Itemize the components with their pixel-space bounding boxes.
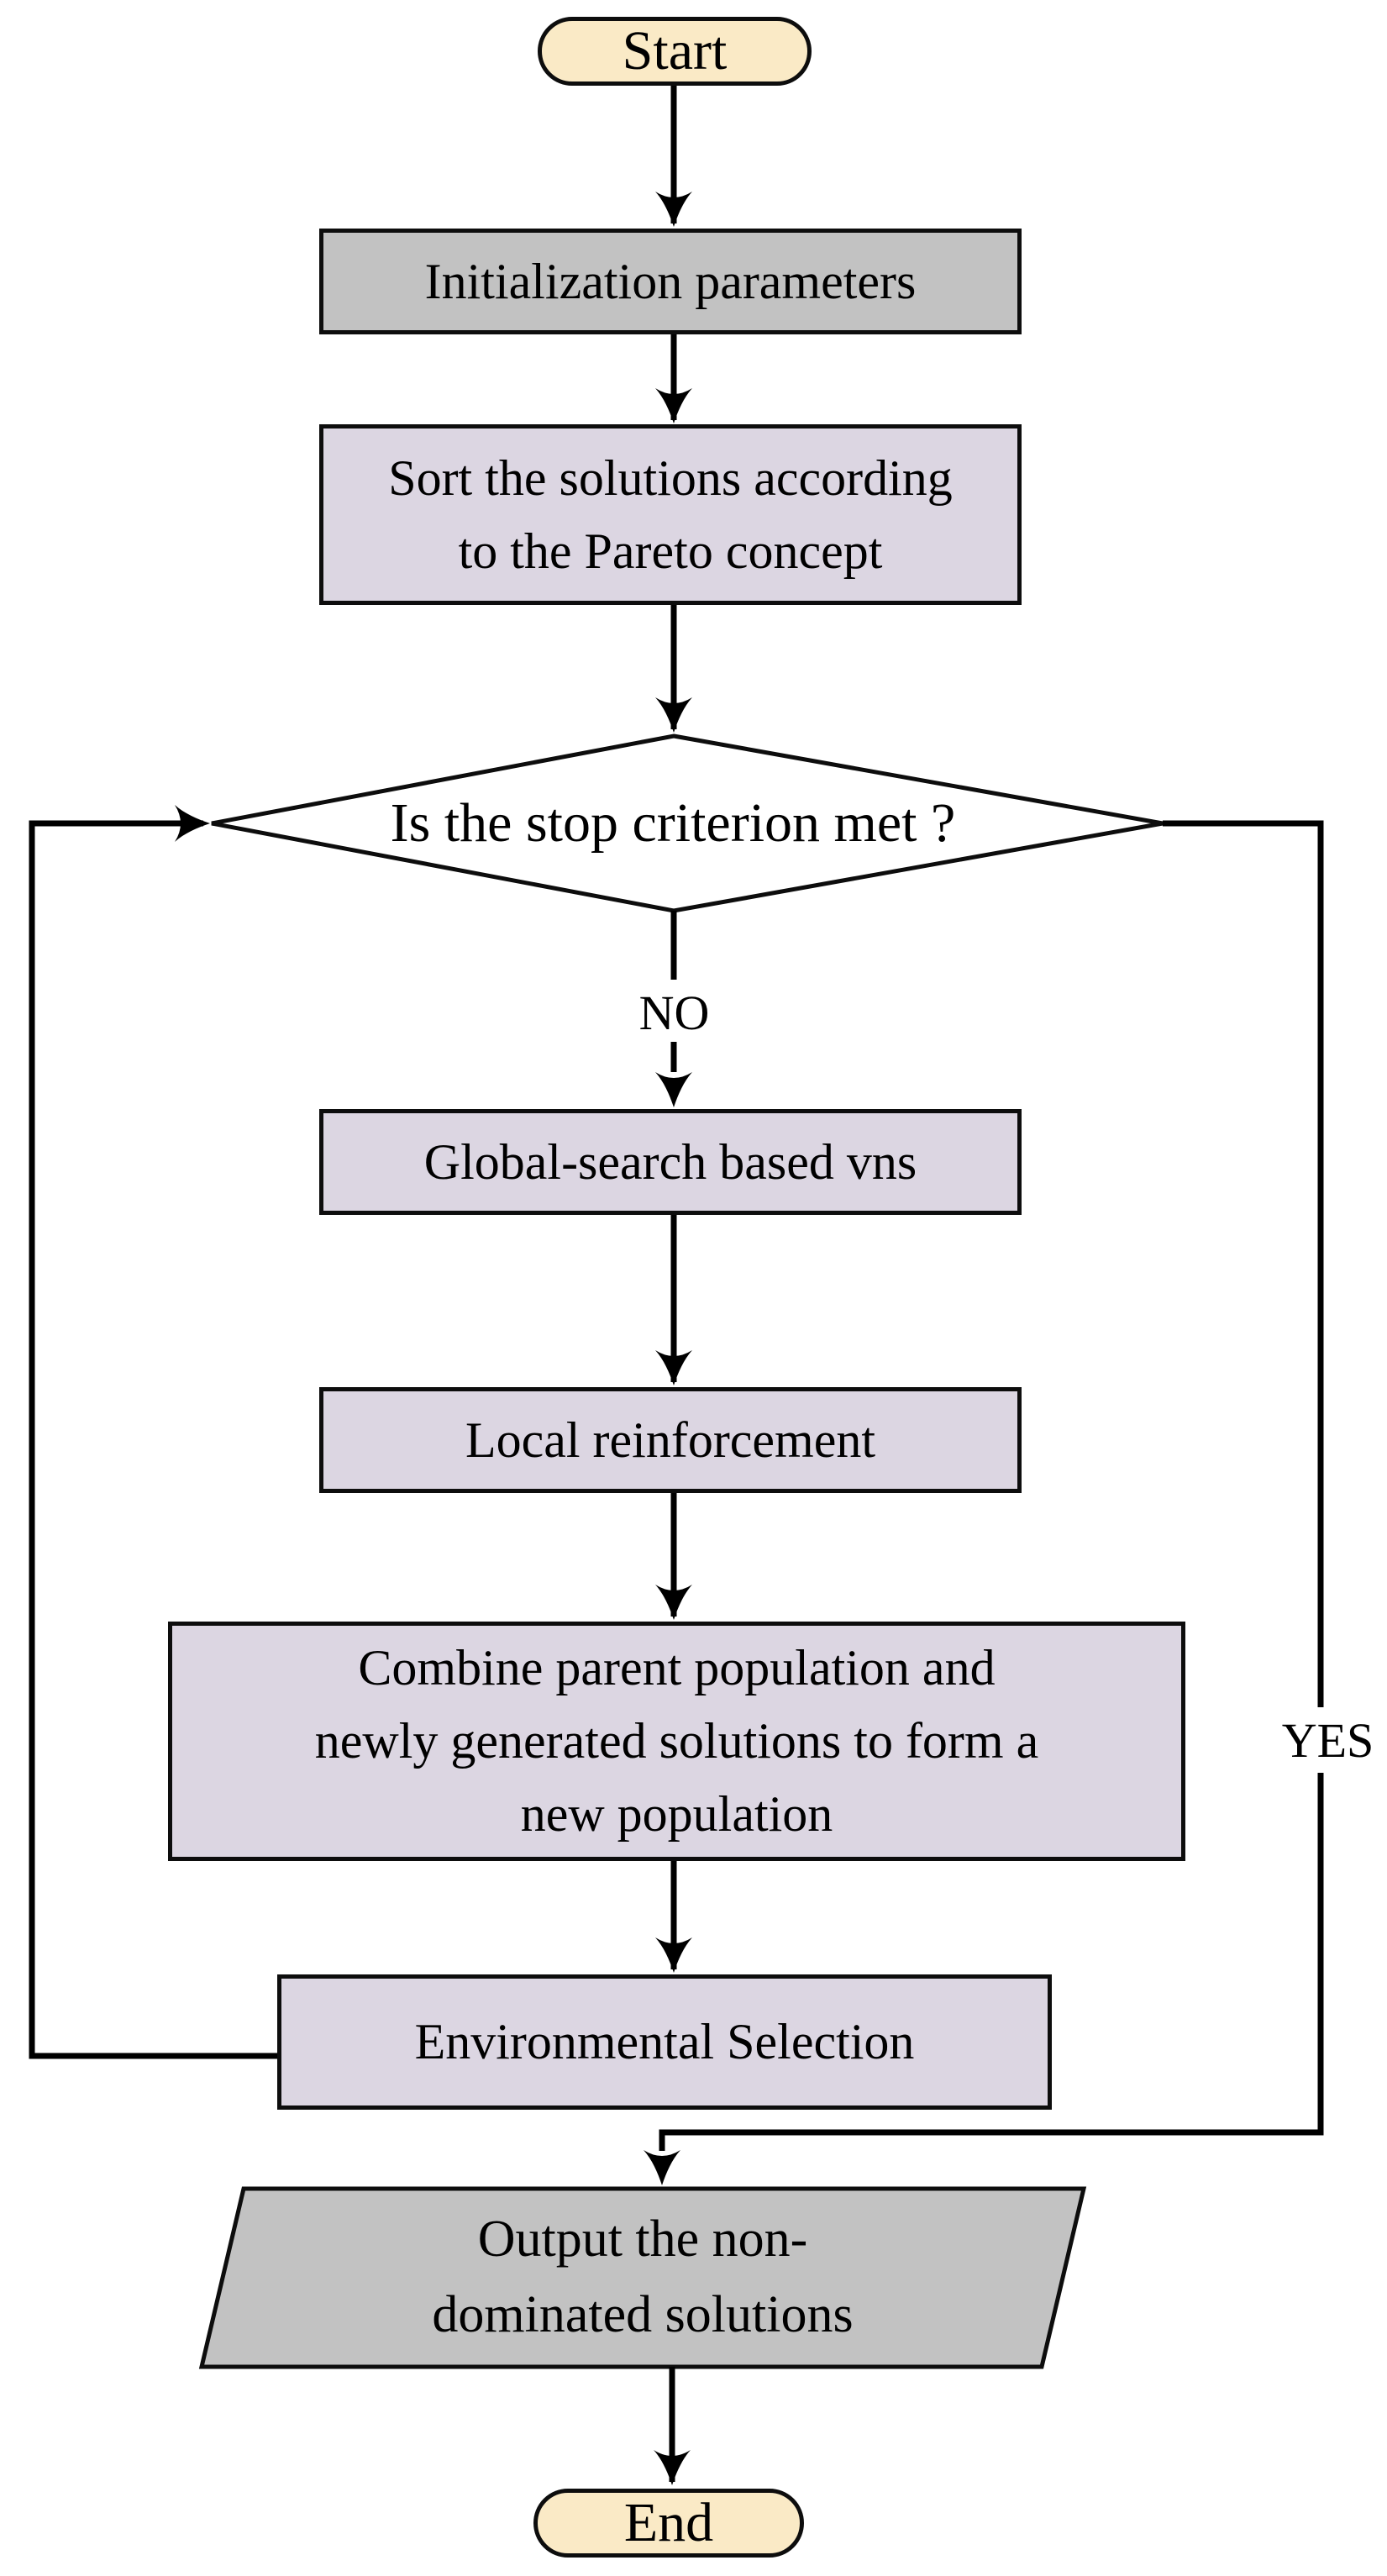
yes-branch-label: YES (1258, 1712, 1387, 1768)
edge-yes-lower (659, 1773, 1324, 2151)
arrowhead-init (655, 192, 692, 227)
output-label: Output the non- dominated solutions (432, 2211, 854, 2343)
arrowhead-end (654, 2450, 691, 2485)
start-node: Start (538, 17, 812, 86)
no-branch-label: NO (613, 983, 735, 1042)
combine-population-node: Combine parent population and newly gene… (168, 1622, 1185, 1861)
end-node: End (533, 2489, 804, 2558)
local-reinforcement-node: Local reinforcement (319, 1387, 1022, 1493)
sort-pareto-node: Sort the solutions according to the Pare… (319, 424, 1022, 605)
arrowhead-decision (655, 697, 692, 733)
init-parameters-node: Initialization parameters (319, 229, 1022, 334)
global-search-node: Global-search based vns (319, 1109, 1022, 1215)
decision-label: Is the stop criterion met ? (390, 792, 956, 854)
arrowhead-combine (655, 1585, 692, 1620)
edge-loopback (29, 820, 277, 2059)
arrowhead-loopback (175, 805, 210, 842)
arrowhead-local (655, 1350, 692, 1385)
arrowhead-env (655, 1937, 692, 1973)
edge-yes-upper (1163, 820, 1324, 1707)
arrowhead-global-search (655, 1072, 692, 1107)
output-shape (198, 2186, 1087, 2369)
arrowhead-sort (655, 388, 692, 423)
environmental-selection-node: Environmental Selection (277, 1974, 1052, 2110)
arrowhead-output (644, 2150, 680, 2185)
